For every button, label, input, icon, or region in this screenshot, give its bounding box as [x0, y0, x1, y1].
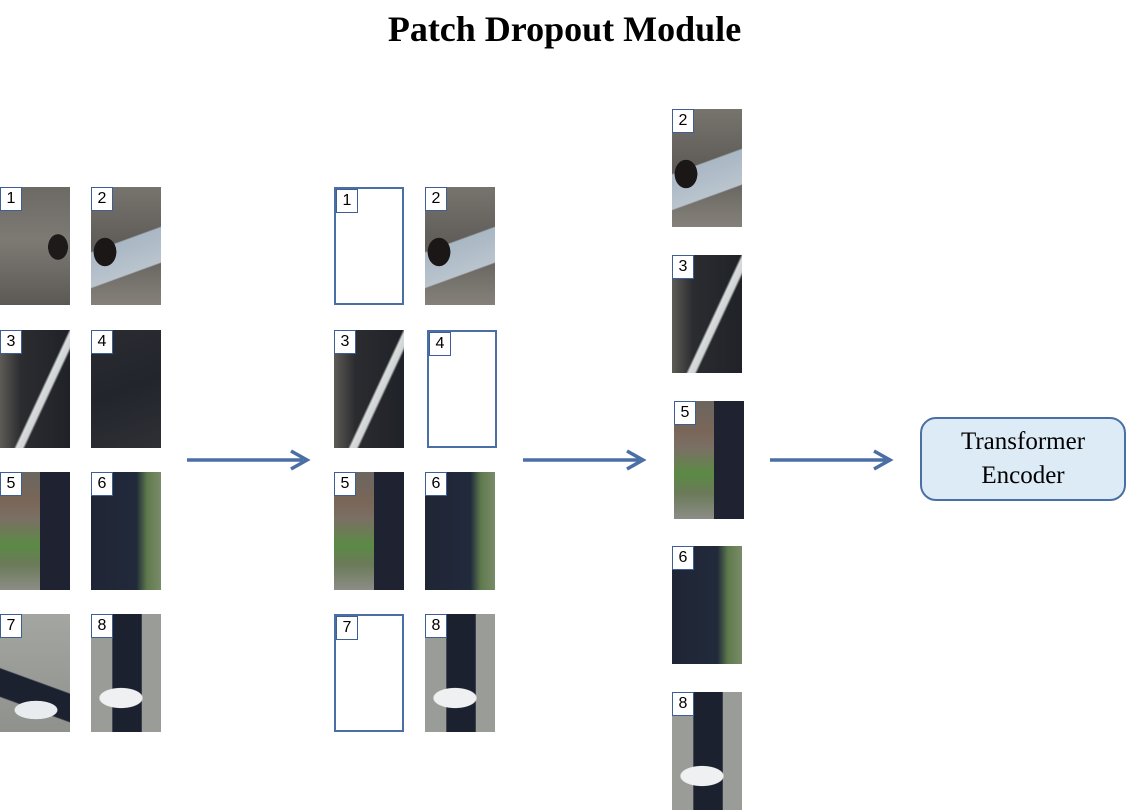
arrow-right-icon: [187, 449, 311, 471]
input-patch-3: 3: [0, 330, 70, 448]
encoder-label-line2: Encoder: [981, 462, 1065, 489]
patch-number: 7: [0, 614, 22, 638]
input-patch-6: 6: [91, 472, 161, 590]
patch-number: 3: [0, 330, 22, 354]
patch-number: 2: [425, 187, 447, 211]
dropped-patch-7: 7: [334, 614, 404, 732]
kept-patch-6: 6: [425, 472, 495, 590]
sequence-patch-6: 6: [672, 546, 742, 664]
input-patch-2: 2: [91, 187, 161, 305]
diagram-title: Patch Dropout Module: [387, 9, 742, 49]
patch-number: 6: [672, 546, 694, 570]
input-patch-4: 4: [91, 330, 161, 448]
kept-patch-5: 5: [334, 472, 404, 590]
patch-number: 8: [425, 614, 447, 638]
patch-number: 1: [0, 187, 22, 211]
patch-number: 5: [334, 472, 356, 496]
kept-patch-2: 2: [425, 187, 495, 305]
patch-number: 1: [336, 189, 358, 213]
sequence-patch-2: 2: [672, 109, 742, 227]
input-patch-5: 5: [0, 472, 70, 590]
sequence-patch-5: 5: [674, 401, 744, 519]
patch-number: 8: [91, 614, 113, 638]
patch-number: 3: [334, 330, 356, 354]
patch-number: 7: [336, 616, 358, 640]
input-patch-8: 8: [91, 614, 161, 732]
patch-number: 4: [429, 332, 451, 356]
input-patch-7: 7: [0, 614, 70, 732]
patch-number: 5: [0, 472, 22, 496]
dropped-patch-4: 4: [427, 330, 497, 448]
patch-number: 6: [91, 472, 113, 496]
transformer-encoder-box: Transformer Encoder: [920, 417, 1126, 501]
patch-number: 3: [672, 255, 694, 279]
patch-number: 2: [91, 187, 113, 211]
patch-number: 6: [425, 472, 447, 496]
arrow-right-icon: [770, 449, 894, 471]
dropped-patch-1: 1: [334, 187, 404, 305]
kept-patch-3: 3: [334, 330, 404, 448]
sequence-patch-8: 8: [672, 692, 742, 810]
sequence-patch-3: 3: [672, 255, 742, 373]
arrow-right-icon: [523, 449, 647, 471]
patch-number: 2: [672, 109, 694, 133]
encoder-label-line1: Transformer: [960, 428, 1086, 455]
patch-number: 5: [674, 401, 696, 425]
kept-patch-8: 8: [425, 614, 495, 732]
input-patch-1: 1: [0, 187, 70, 305]
patch-number: 8: [672, 692, 694, 716]
patch-number: 4: [91, 330, 113, 354]
